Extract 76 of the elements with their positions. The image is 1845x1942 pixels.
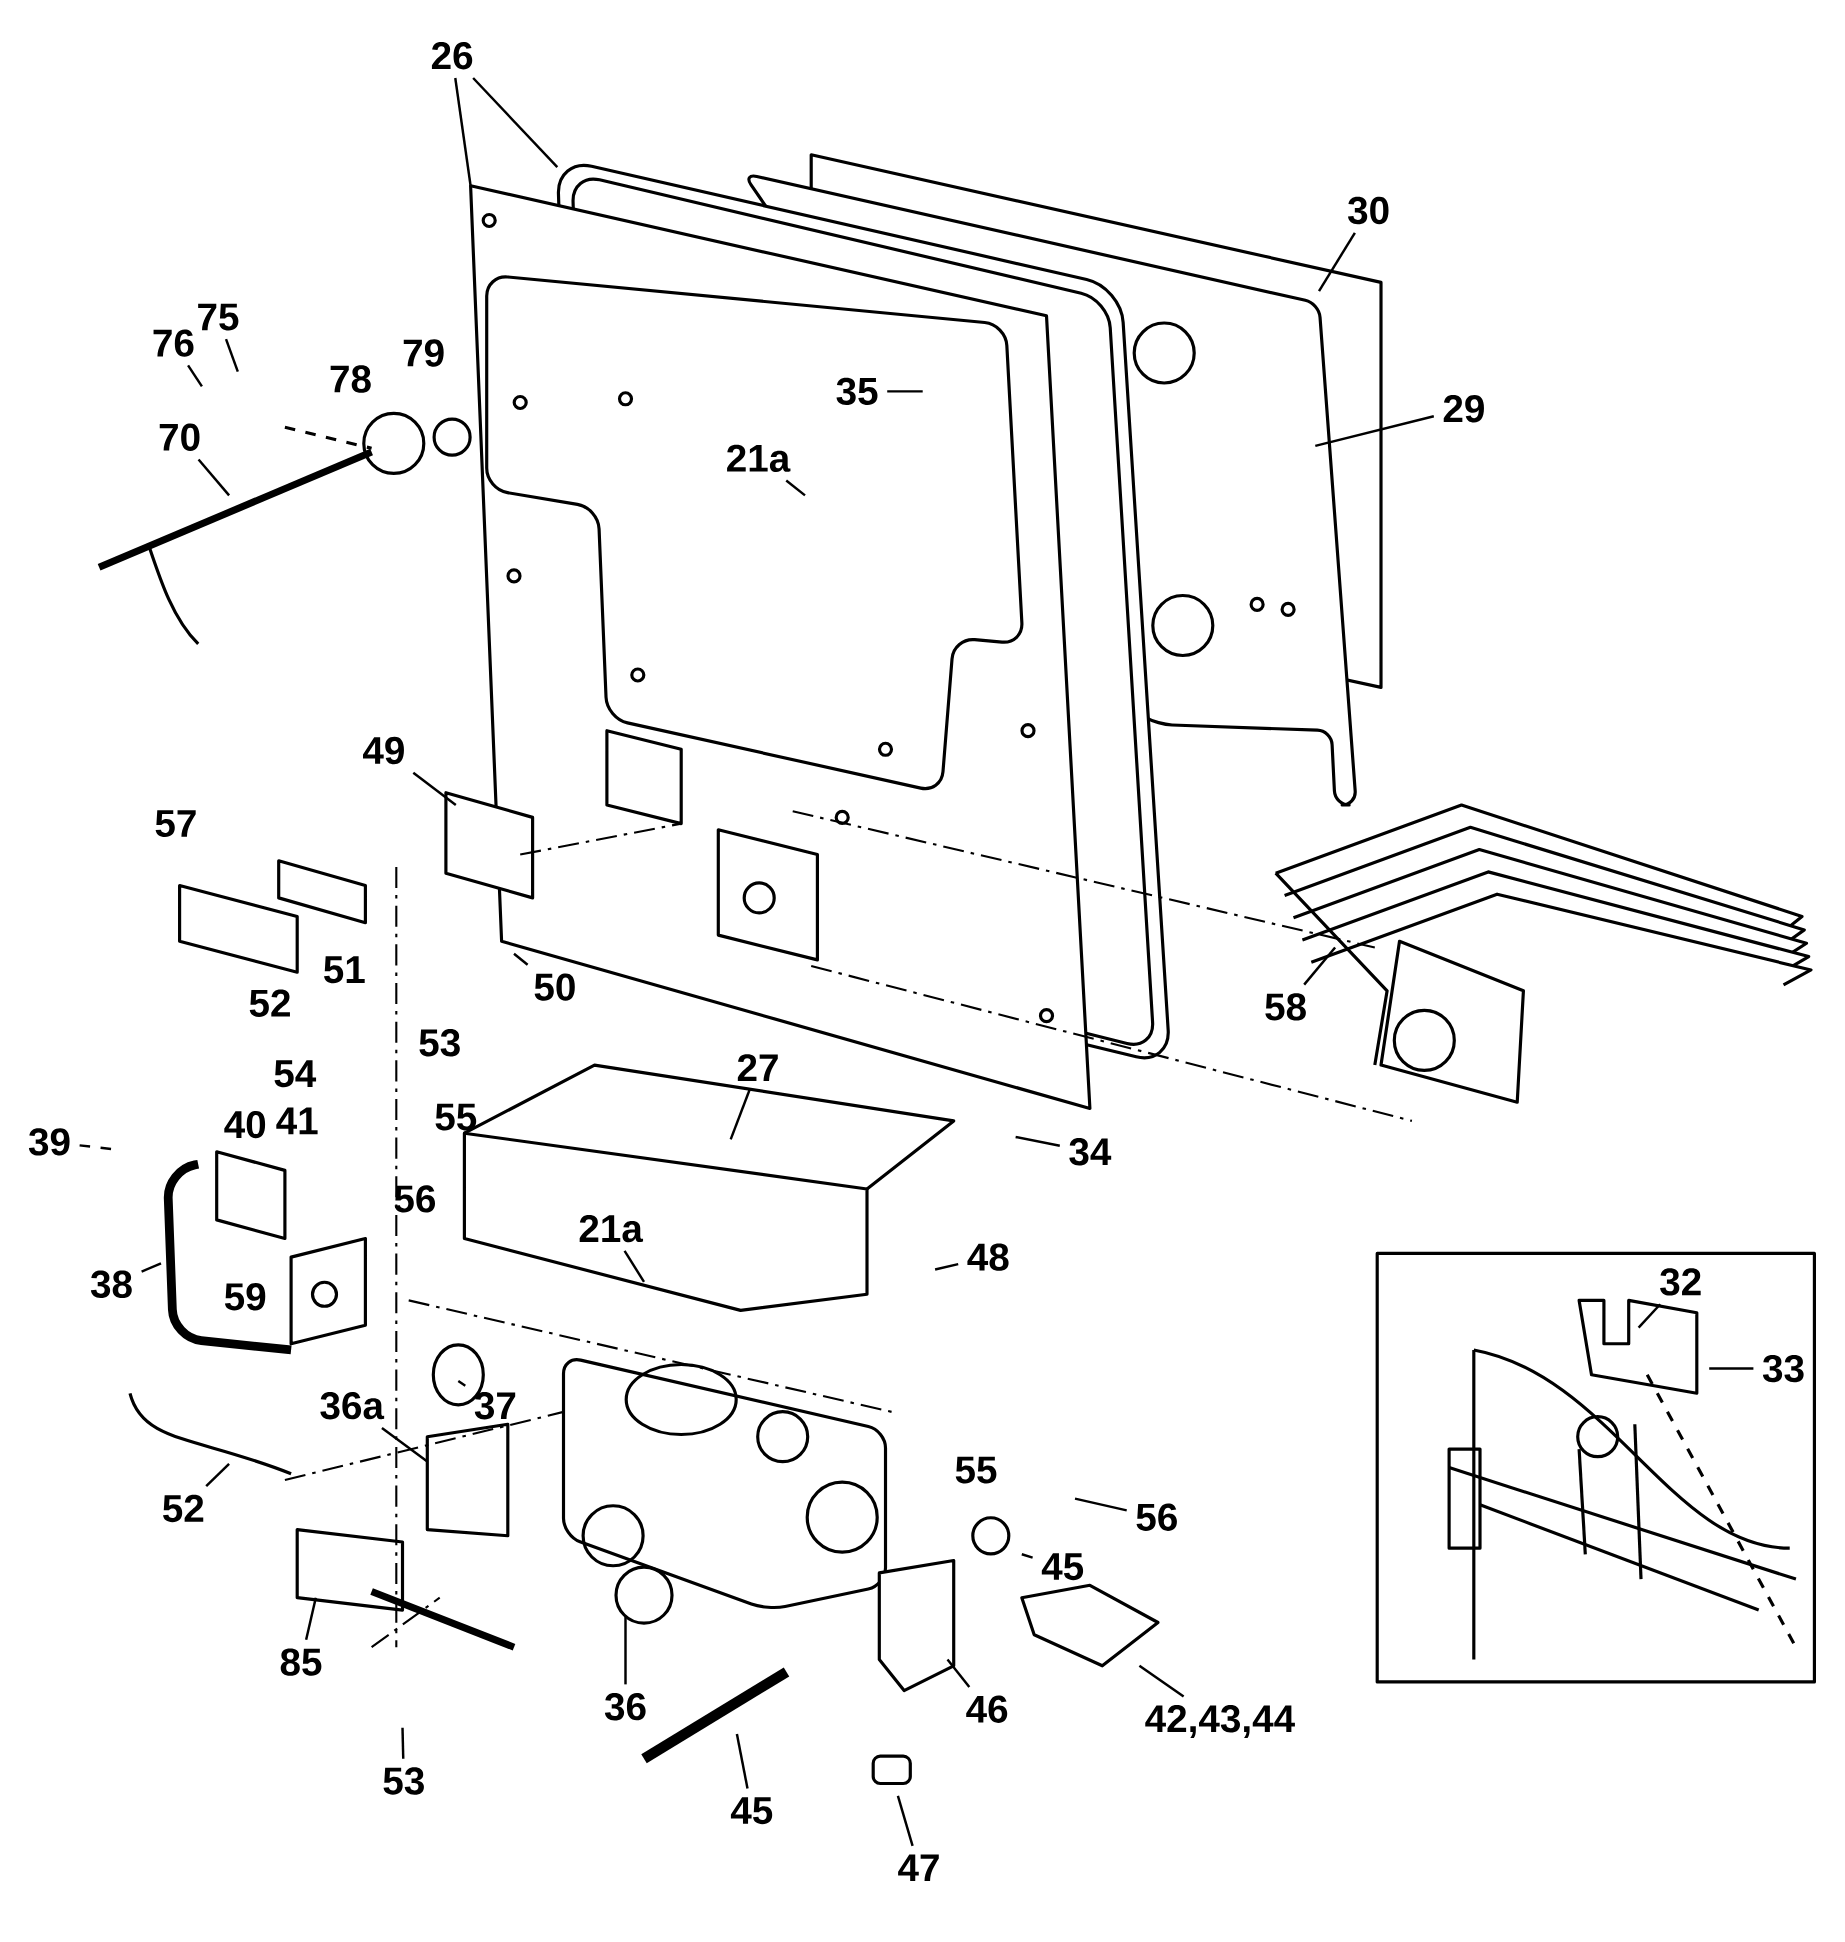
callout-number: 39: [28, 1128, 70, 1156]
leader-line: [624, 1616, 627, 1685]
callout-number: 52: [162, 1494, 204, 1523]
callout-number: 33: [1762, 1354, 1804, 1383]
callout-number: 45: [730, 1797, 772, 1825]
leader-line: [729, 1089, 751, 1140]
leader-line: [946, 1658, 971, 1688]
callout-number: 47: [897, 1854, 939, 1881]
leader-line: [1637, 1303, 1661, 1329]
callout-number: 50: [534, 973, 575, 1001]
leader-line: [1021, 1553, 1033, 1559]
leader-line: [197, 458, 230, 497]
callout-number: 29: [1443, 395, 1484, 423]
callout-number: 41: [276, 1107, 318, 1135]
leader-line: [1317, 232, 1356, 292]
callout-number: 75: [197, 303, 239, 331]
leader-line: [896, 1795, 914, 1847]
leader-line: [623, 1250, 645, 1283]
leader-line: [1709, 1367, 1754, 1370]
leader-line: [412, 771, 457, 806]
leader-line: [513, 952, 529, 966]
callout-number: 38: [90, 1270, 132, 1298]
leader-line: [381, 1427, 428, 1463]
callout-number: 46: [966, 1695, 1007, 1723]
callout-number: 56: [394, 1185, 435, 1213]
callout-number: 48: [967, 1243, 1009, 1271]
callout-number: 53: [419, 1029, 460, 1057]
callout-number: 42,43,44: [1145, 1705, 1295, 1738]
leader-line: [79, 1144, 114, 1151]
leader-line: [401, 1727, 405, 1759]
callout-number: 59: [224, 1283, 266, 1311]
leader-line: [1314, 415, 1434, 448]
leader-line: [224, 338, 239, 372]
callout-number: 26: [431, 42, 472, 70]
callout-number: 35: [836, 377, 878, 406]
callout-number: 40: [224, 1110, 265, 1139]
leader-line: [735, 1733, 749, 1789]
leader-line: [1138, 1664, 1185, 1698]
leader-line: [1303, 946, 1336, 986]
leader-line: [1074, 1497, 1127, 1512]
callout-number: 21a: [579, 1214, 643, 1243]
callout-number: 32: [1659, 1268, 1701, 1296]
callout-number: 53: [383, 1767, 424, 1795]
callout-number: 49: [362, 736, 404, 765]
callout-number: 57: [155, 810, 196, 838]
leader-line: [472, 77, 558, 169]
leader-line: [186, 364, 203, 388]
callout-number: 76: [153, 329, 194, 357]
callout-number: 56: [1136, 1503, 1177, 1531]
callout-number: 78: [330, 365, 371, 393]
leader-line: [934, 1262, 959, 1271]
callout-number: 79: [403, 339, 444, 367]
leader-line: [887, 390, 923, 393]
callout-number: 55: [435, 1103, 476, 1131]
callout-number: 36: [604, 1693, 646, 1721]
callout-number: 30: [1347, 196, 1389, 225]
callout-number: 27: [737, 1054, 778, 1082]
callout-number: 21a: [726, 444, 791, 472]
callout-number: 85: [280, 1648, 322, 1676]
leader-line: [304, 1597, 317, 1641]
callout-number: 51: [323, 956, 365, 984]
leader-line: [457, 1379, 466, 1387]
leader-line: [785, 479, 806, 497]
callout-number: 36a: [320, 1392, 384, 1420]
callout-number: 58: [1265, 993, 1306, 1021]
leader-line: [1015, 1135, 1060, 1147]
callout-number: 52: [249, 989, 290, 1017]
callout-number: 37: [474, 1392, 515, 1420]
callout-number: 45: [1041, 1553, 1083, 1581]
leader-line: [453, 77, 472, 186]
callout-number: 70: [159, 423, 200, 451]
callout-number: 34: [1069, 1138, 1111, 1166]
callout-number: 54: [274, 1060, 316, 1088]
leader-line: [205, 1463, 230, 1488]
leader-line: [140, 1262, 162, 1273]
callout-number: 55: [955, 1456, 997, 1484]
